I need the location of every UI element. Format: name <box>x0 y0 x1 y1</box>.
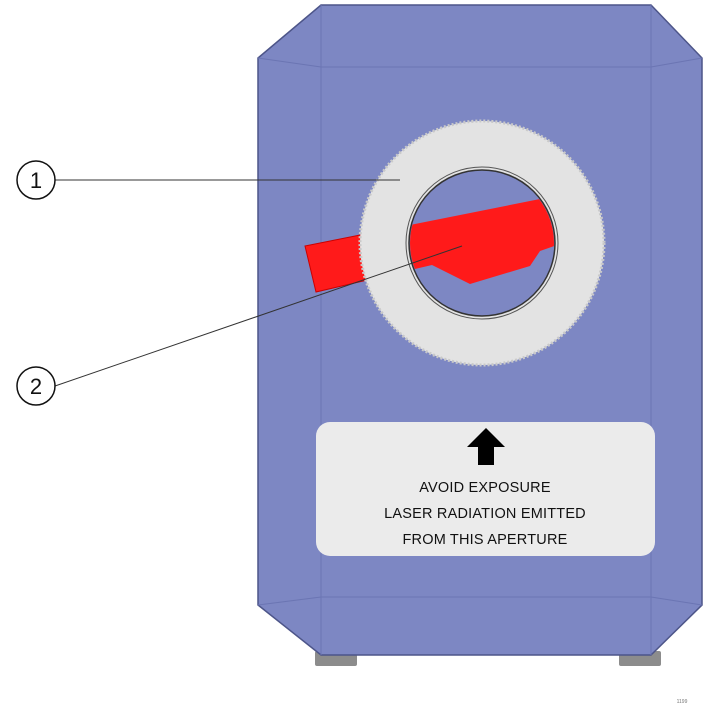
callout-2-number: 2 <box>30 374 42 399</box>
up-arrow-icon <box>467 428 505 465</box>
callout-1: 1 <box>16 160 400 200</box>
warning-line-2: LASER RADIATION EMITTED <box>384 506 586 522</box>
warning-label: AVOID EXPOSURE LASER RADIATION EMITTED F… <box>316 422 655 556</box>
warning-line-3: FROM THIS APERTURE <box>402 532 567 548</box>
warning-line-1: AVOID EXPOSURE <box>419 480 551 496</box>
warning-label-panel <box>316 422 655 556</box>
figure-id: 1199 <box>677 699 688 705</box>
callout-2: 2 <box>16 245 463 406</box>
callout-1-number: 1 <box>30 168 42 193</box>
shutter-lever-through-aperture <box>410 198 554 292</box>
